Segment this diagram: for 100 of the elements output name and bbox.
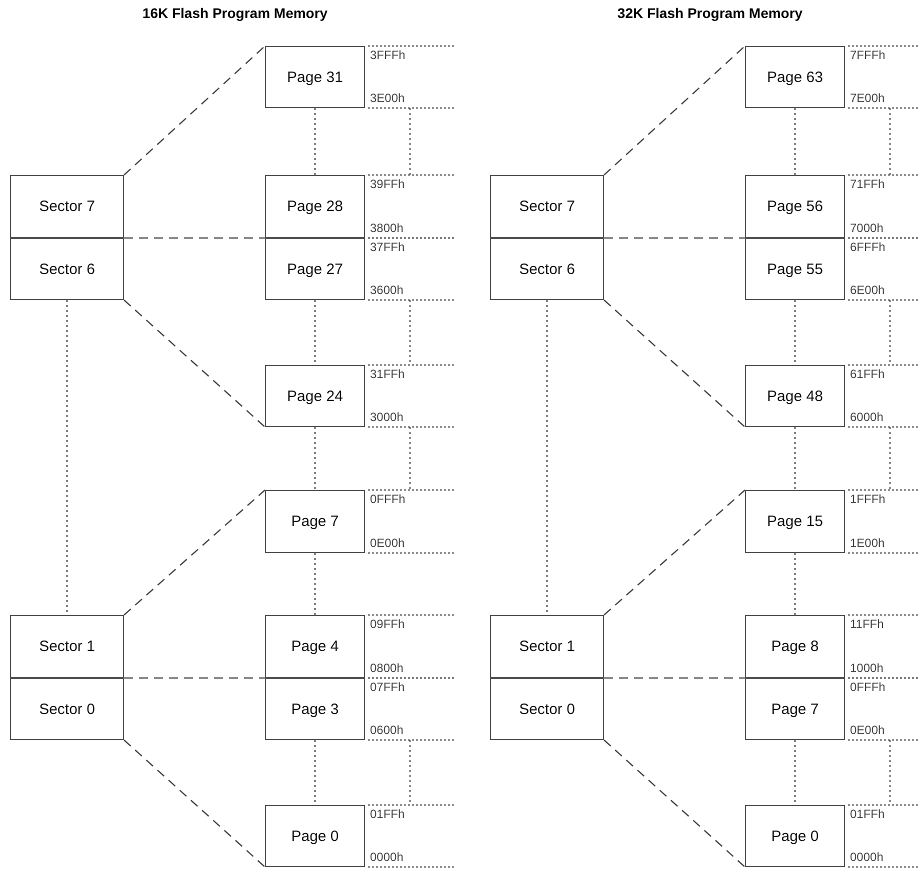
address-label: 0FFFh (370, 492, 406, 506)
expansion-line (604, 46, 746, 176)
node-label: Page 8 (771, 638, 819, 655)
address-label: 01FFh (370, 807, 405, 821)
address-label: 0000h (370, 850, 404, 864)
page-box (265, 678, 365, 740)
page-box (265, 238, 365, 300)
expansion-line (604, 237, 745, 239)
sector-box (10, 615, 124, 678)
page-box (265, 490, 365, 553)
ellipsis-line (794, 553, 796, 615)
heading: 32K Flash Program Memory (617, 5, 803, 21)
address-label: 37FFh (370, 240, 405, 254)
address-label: 09FFh (370, 617, 405, 631)
expansion-line (604, 300, 746, 428)
page-box (745, 238, 845, 300)
node-label: Page 7 (771, 700, 819, 718)
sector-box (10, 238, 124, 300)
node-label: Sector 7 (39, 198, 95, 215)
node-label: Page 56 (767, 198, 823, 215)
expansion-line (604, 740, 746, 868)
address-label: 1000h (850, 661, 884, 675)
node-label: Sector 1 (39, 638, 95, 655)
address-label: 11FFh (850, 617, 884, 631)
node-label: Page 3 (291, 700, 339, 718)
node-label: Page 4 (291, 638, 339, 655)
node-label: Page 7 (291, 513, 339, 530)
expansion-line (124, 740, 266, 868)
expansion-line (124, 677, 265, 679)
node-label: Page 28 (287, 198, 343, 215)
ellipsis-line (314, 108, 316, 175)
page-box (265, 175, 365, 238)
node-label: Sector 7 (519, 198, 575, 215)
address-label: 3800h (370, 221, 404, 235)
ellipsis-line (794, 740, 796, 805)
address-label: 1E00h (850, 536, 885, 550)
ellipsis-line (314, 427, 316, 490)
address-label: 71FFh (850, 177, 885, 191)
address-label: 3FFFh (370, 48, 406, 62)
address-label: 31FFh (370, 367, 405, 381)
page-box (265, 805, 365, 867)
node-label: Page 48 (767, 388, 823, 404)
address-label: 6E00h (850, 283, 885, 297)
page-box (745, 615, 845, 678)
node-label: Sector 6 (519, 260, 575, 278)
address-label: 61FFh (850, 367, 885, 381)
sector-box (490, 678, 604, 740)
page-box (745, 46, 845, 108)
page-box (745, 490, 845, 553)
sector-box (490, 615, 604, 678)
expansion-line (124, 237, 265, 239)
page-box (265, 615, 365, 678)
address-label: 0000h (850, 850, 884, 864)
address-label: 0800h (370, 661, 404, 675)
ellipsis-line (794, 300, 796, 365)
address-label: 3E00h (370, 91, 405, 105)
node-label: Page 24 (287, 388, 343, 404)
expansion-line (604, 490, 746, 616)
node-label: Sector 6 (39, 260, 95, 278)
node-label: Page 15 (767, 513, 823, 530)
page-box (265, 46, 365, 108)
node-label: Sector 1 (519, 638, 575, 655)
address-label: 7FFFh (850, 48, 886, 62)
page-box (265, 365, 365, 427)
ellipsis-line (314, 300, 316, 365)
node-label: Page 31 (287, 68, 343, 86)
sector-box (10, 678, 124, 740)
address-label: 0FFFh (850, 680, 886, 694)
page-box (745, 365, 845, 427)
address-label: 3600h (370, 283, 404, 297)
sector-box (490, 175, 604, 238)
address-label: 07FFh (370, 680, 405, 694)
ellipsis-line (314, 740, 316, 805)
expansion-line (604, 677, 745, 679)
address-label: 3000h (370, 410, 404, 424)
address-label: 0600h (370, 723, 404, 737)
address-label: 0E00h (850, 723, 885, 737)
ellipsis-line (794, 108, 796, 175)
sector-box (10, 175, 124, 238)
sector-box (490, 238, 604, 300)
expansion-line (124, 300, 266, 428)
ellipsis-line (546, 300, 548, 615)
node-label: Sector 0 (39, 700, 95, 718)
node-label: Page 0 (291, 828, 339, 844)
node-label: Sector 0 (519, 700, 575, 718)
node-label: Page 0 (771, 828, 819, 844)
heading: 16K Flash Program Memory (142, 5, 328, 21)
ellipsis-line (66, 300, 68, 615)
page-box (745, 805, 845, 867)
address-label: 6000h (850, 410, 884, 424)
address-label: 7E00h (850, 91, 885, 105)
node-label: Page 27 (287, 260, 343, 278)
address-label: 6FFFh (850, 240, 886, 254)
node-label: Page 63 (767, 68, 823, 86)
address-label: 7000h (850, 221, 884, 235)
page-box (745, 175, 845, 238)
expansion-line (124, 46, 266, 176)
address-label: 39FFh (370, 177, 405, 191)
ellipsis-line (314, 553, 316, 615)
address-label: 01FFh (850, 807, 885, 821)
